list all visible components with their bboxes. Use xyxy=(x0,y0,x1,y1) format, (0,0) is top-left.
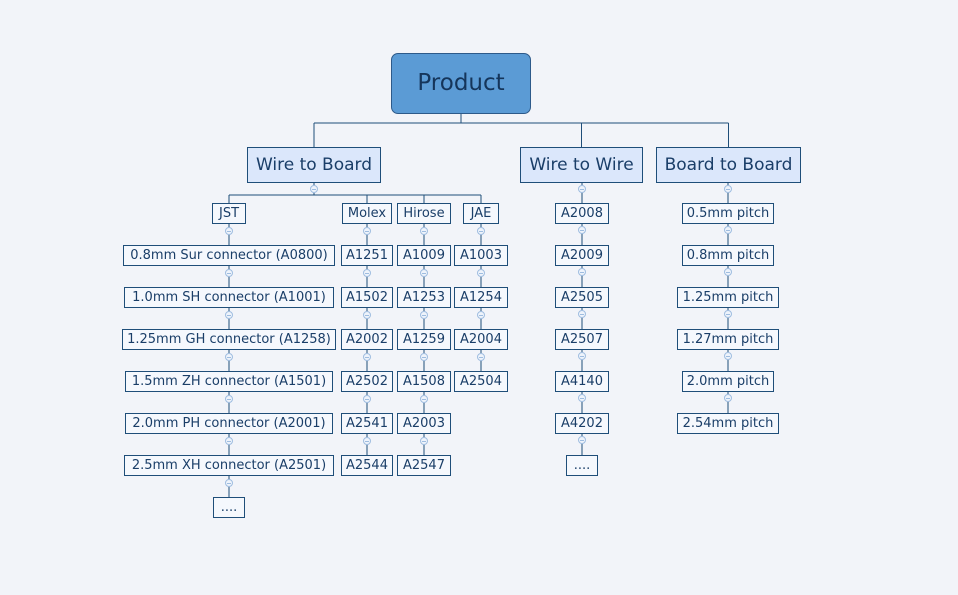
collapse-toggle-icon[interactable] xyxy=(363,395,371,403)
list-item[interactable]: A1254 xyxy=(454,287,508,308)
group-jae[interactable]: JAE xyxy=(463,203,499,224)
list-item[interactable]: .... xyxy=(566,455,598,476)
list-item[interactable]: A2544 xyxy=(341,455,393,476)
list-item[interactable]: A4140 xyxy=(555,371,609,392)
group-molex[interactable]: Molex xyxy=(342,203,392,224)
collapse-toggle-icon[interactable] xyxy=(420,353,428,361)
collapse-toggle-icon[interactable] xyxy=(578,268,586,276)
list-item[interactable]: A1253 xyxy=(397,287,451,308)
list-item[interactable]: A2541 xyxy=(341,413,393,434)
list-item[interactable]: 1.5mm ZH connector (A1501) xyxy=(125,371,333,392)
collapse-toggle-icon[interactable] xyxy=(225,227,233,235)
list-item[interactable]: A4202 xyxy=(555,413,609,434)
list-item[interactable]: A2505 xyxy=(555,287,609,308)
collapse-toggle-icon[interactable] xyxy=(578,185,586,193)
list-item[interactable]: 0.8mm Sur connector (A0800) xyxy=(123,245,335,266)
list-item[interactable]: 0.8mm pitch xyxy=(682,245,774,266)
collapse-toggle-icon[interactable] xyxy=(477,311,485,319)
collapse-toggle-icon[interactable] xyxy=(477,269,485,277)
collapse-toggle-icon[interactable] xyxy=(225,311,233,319)
collapse-toggle-icon[interactable] xyxy=(724,268,732,276)
list-item[interactable]: A1251 xyxy=(341,245,393,266)
list-item[interactable]: A1502 xyxy=(341,287,393,308)
list-item[interactable]: A1003 xyxy=(454,245,508,266)
list-item[interactable]: A1009 xyxy=(397,245,451,266)
list-item[interactable]: 1.27mm pitch xyxy=(677,329,779,350)
collapse-toggle-icon[interactable] xyxy=(578,394,586,402)
collapse-toggle-icon[interactable] xyxy=(420,395,428,403)
collapse-toggle-icon[interactable] xyxy=(225,353,233,361)
collapse-toggle-icon[interactable] xyxy=(420,311,428,319)
category-wire-to-board[interactable]: Wire to Board xyxy=(247,147,381,183)
category-board-to-board[interactable]: Board to Board xyxy=(656,147,801,183)
collapse-toggle-icon[interactable] xyxy=(724,226,732,234)
list-item[interactable]: 1.25mm pitch xyxy=(677,287,779,308)
list-item[interactable]: 2.54mm pitch xyxy=(677,413,779,434)
root-node[interactable]: Product xyxy=(391,53,531,114)
collapse-toggle-icon[interactable] xyxy=(477,353,485,361)
collapse-toggle-icon[interactable] xyxy=(578,310,586,318)
collapse-toggle-icon[interactable] xyxy=(363,311,371,319)
collapse-toggle-icon[interactable] xyxy=(420,227,428,235)
list-item[interactable]: 1.25mm GH connector (A1258) xyxy=(122,329,336,350)
collapse-toggle-icon[interactable] xyxy=(225,395,233,403)
collapse-toggle-icon[interactable] xyxy=(420,437,428,445)
list-item[interactable]: A2008 xyxy=(555,203,609,224)
list-item[interactable]: A2507 xyxy=(555,329,609,350)
list-item[interactable]: A2009 xyxy=(555,245,609,266)
collapse-toggle-icon[interactable] xyxy=(477,227,485,235)
group-jst[interactable]: JST xyxy=(212,203,246,224)
collapse-toggle-icon[interactable] xyxy=(578,436,586,444)
list-item[interactable]: 2.5mm XH connector (A2501) xyxy=(124,455,334,476)
list-item[interactable]: A2004 xyxy=(454,329,508,350)
list-item[interactable]: 0.5mm pitch xyxy=(682,203,774,224)
list-item[interactable]: A2502 xyxy=(341,371,393,392)
collapse-toggle-icon[interactable] xyxy=(578,352,586,360)
collapse-toggle-icon[interactable] xyxy=(420,269,428,277)
collapse-toggle-icon[interactable] xyxy=(363,437,371,445)
collapse-toggle-icon[interactable] xyxy=(225,437,233,445)
list-item[interactable]: .... xyxy=(213,497,245,518)
collapse-toggle-icon[interactable] xyxy=(225,269,233,277)
collapse-toggle-icon[interactable] xyxy=(724,185,732,193)
collapse-toggle-icon[interactable] xyxy=(363,227,371,235)
list-item[interactable]: A2003 xyxy=(397,413,451,434)
list-item[interactable]: 2.0mm pitch xyxy=(682,371,774,392)
list-item[interactable]: A1259 xyxy=(397,329,451,350)
collapse-toggle-icon[interactable] xyxy=(724,310,732,318)
list-item[interactable]: A2002 xyxy=(341,329,393,350)
list-item[interactable]: A2547 xyxy=(397,455,451,476)
collapse-toggle-icon[interactable] xyxy=(363,353,371,361)
group-hirose[interactable]: Hirose xyxy=(397,203,451,224)
collapse-toggle-icon[interactable] xyxy=(578,226,586,234)
collapse-toggle-icon[interactable] xyxy=(724,394,732,402)
collapse-toggle-icon[interactable] xyxy=(363,269,371,277)
list-item[interactable]: A1508 xyxy=(397,371,451,392)
list-item[interactable]: 1.0mm SH connector (A1001) xyxy=(124,287,334,308)
list-item[interactable]: 2.0mm PH connector (A2001) xyxy=(125,413,333,434)
category-wire-to-wire[interactable]: Wire to Wire xyxy=(520,147,643,183)
collapse-toggle-icon[interactable] xyxy=(724,352,732,360)
collapse-toggle-icon[interactable] xyxy=(310,185,318,193)
list-item[interactable]: A2504 xyxy=(454,371,508,392)
collapse-toggle-icon[interactable] xyxy=(225,479,233,487)
